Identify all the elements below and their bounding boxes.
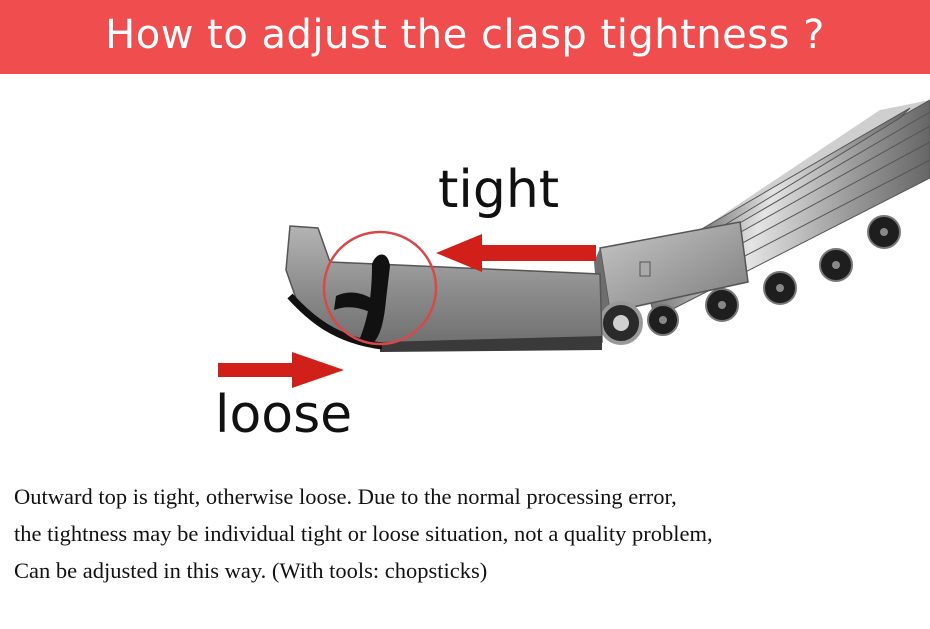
clasp-diagram [218,99,930,388]
clasp-plate [285,225,603,352]
title-banner: How to adjust the clasp tightness ? [0,0,930,74]
instruction-caption: Outward top is tight, otherwise loose. D… [14,478,919,589]
banner-title: How to adjust the clasp tightness ? [105,12,825,58]
clasp-hook [360,254,390,342]
highlight-circle [322,230,438,346]
loose-label: loose [215,385,353,445]
caption-line-1: Outward top is tight, otherwise loose. D… [14,484,677,509]
clasp-clamp [594,221,749,345]
loose-arrow [218,352,344,388]
caption-line-3: Can be adjusted in this way. (With tools… [14,558,488,583]
mesh-band [647,99,930,336]
tight-arrow [436,234,596,272]
tight-label: tight [438,160,560,220]
caption-line-2: the tightness may be individual tight or… [14,521,713,546]
